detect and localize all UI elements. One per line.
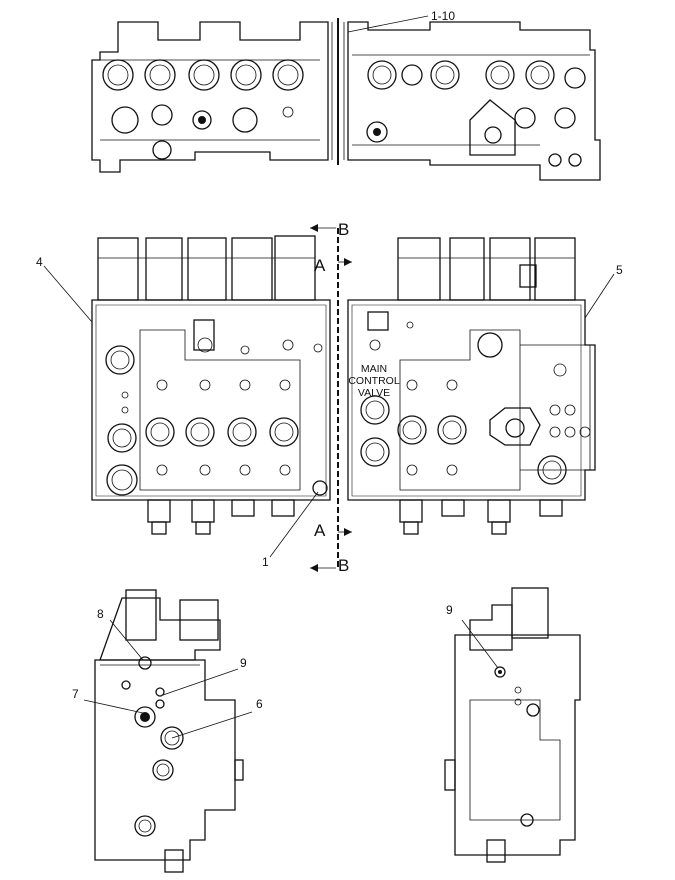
section-letter-a-bottom: A [314, 521, 326, 540]
callout-6: 6 [256, 697, 263, 711]
section-arrows [310, 224, 352, 572]
callout-4: 4 [36, 255, 43, 269]
front-view [43, 227, 615, 569]
callout-7: 7 [72, 687, 79, 701]
side-view-left [83, 589, 253, 873]
label-line-2: CONTROL [348, 375, 400, 387]
callout-1: 1 [262, 555, 269, 569]
callout-9-right: 9 [446, 603, 453, 617]
section-letter-b-top: B [338, 220, 350, 239]
section-letter-b-bottom: B [338, 556, 350, 575]
side-view-right [444, 587, 581, 863]
label-line-3: VALVE [357, 387, 391, 399]
callout-5: 5 [616, 263, 623, 277]
section-letter-a-top: A [314, 256, 326, 275]
label-line-1: MAIN [360, 363, 388, 375]
main-control-valve-label: MAIN CONTROL VALVE [338, 363, 410, 399]
callout-1-10: 1-10 [431, 9, 456, 23]
callout-8: 8 [97, 607, 104, 621]
top-view [91, 15, 601, 181]
callout-9-left: 9 [240, 656, 247, 670]
